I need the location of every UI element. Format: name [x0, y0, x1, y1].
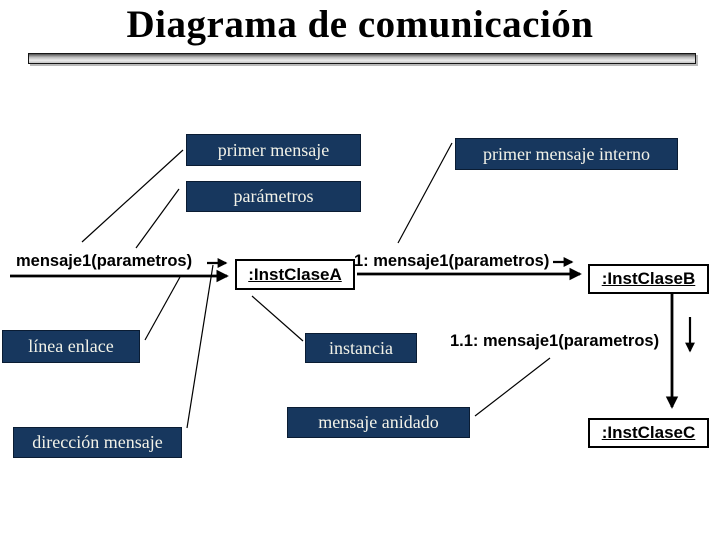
- callout-line-primer-mensaje: [81, 149, 184, 243]
- message-label-1-1: 1.1: mensaje1(parametros): [450, 332, 660, 350]
- callout-line-mensaje-anidado: [474, 357, 551, 417]
- callout-box-instancia: instancia: [305, 333, 417, 363]
- callout-box-primer-mensaje: primer mensaje: [186, 134, 361, 166]
- slide-title: Diagrama de comunicación: [126, 3, 594, 46]
- callout-line-linea-enlace: [144, 276, 181, 341]
- title-underline-bar: [28, 53, 696, 64]
- callout-line-direccion-mensaje: [186, 264, 214, 429]
- instance-box-c: :InstClaseC: [588, 418, 709, 448]
- callout-line-primer-mensaje-interno: [397, 142, 453, 244]
- message-label-1: 1: mensaje1(parametros): [354, 252, 550, 270]
- callout-box-direccion-mensaje: dirección mensaje: [13, 427, 182, 458]
- instance-box-a: :InstClaseA: [235, 259, 355, 290]
- callout-line-parametros: [135, 188, 180, 249]
- callout-box-linea-enlace: línea enlace: [2, 330, 140, 363]
- callout-box-parametros: parámetros: [186, 181, 361, 212]
- callout-line-instancia: [251, 295, 304, 342]
- callout-box-primer-mensaje-interno: primer mensaje interno: [455, 138, 678, 170]
- callout-box-mensaje-anidado: mensaje anidado: [287, 407, 470, 438]
- message-label-mensaje1: mensaje1(parametros): [16, 252, 193, 270]
- instance-box-b: :InstClaseB: [588, 264, 709, 294]
